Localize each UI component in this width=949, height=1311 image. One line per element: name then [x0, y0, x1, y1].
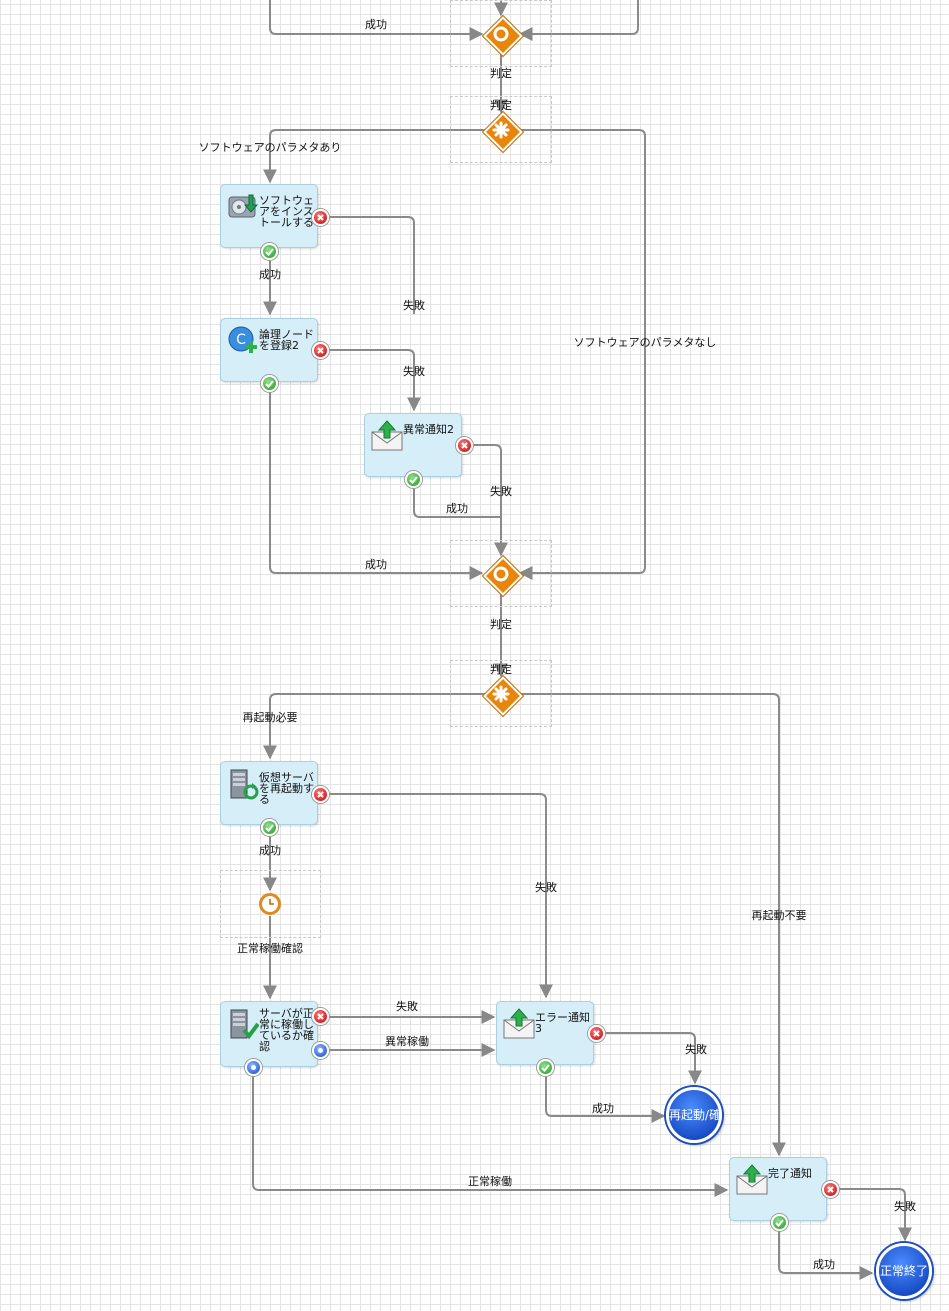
success-port[interactable] — [261, 243, 278, 260]
fail-port[interactable] — [456, 437, 473, 454]
node-title: 異常通知2 — [403, 423, 454, 436]
success-port[interactable] — [537, 1059, 554, 1076]
abnormal-port[interactable] — [312, 1042, 329, 1059]
success-port[interactable] — [771, 1214, 788, 1231]
fail-port[interactable] — [312, 342, 329, 359]
edge-label-sw-param-yes: ソフトウェアのパラメタあり — [199, 141, 342, 154]
success-port[interactable] — [261, 375, 278, 392]
node-title: 論理ノードを登録2 — [259, 328, 314, 352]
edge-label-normal: 正常稼働 — [468, 1174, 512, 1188]
software-install-icon — [228, 194, 259, 218]
edge-label-judge: 判定 — [490, 98, 512, 112]
fail-port[interactable] — [588, 1025, 605, 1042]
mail-send-icon — [736, 1164, 768, 1195]
gateway-frame — [450, 540, 552, 607]
node-error-notify[interactable]: エラー通知3 — [496, 1001, 594, 1065]
edge-label-success: 成功 — [446, 502, 468, 515]
node-title: サーバが正常に稼働しているか確認 — [259, 1007, 314, 1053]
edge-label-abnormal: 異常稼働 — [385, 1034, 429, 1048]
success-port[interactable] — [261, 819, 278, 836]
end-label: 再起動/確認 — [669, 1108, 722, 1122]
merge-gateway[interactable] — [483, 556, 523, 596]
merge-gateway[interactable] — [483, 16, 523, 56]
node-install-software[interactable]: ソフトウェアをインストールする — [220, 184, 318, 248]
timer-frame — [220, 870, 321, 938]
edge-label-success: 成功 — [365, 18, 387, 31]
node-title: 完了通知 — [768, 1167, 812, 1180]
edge-label-fail: 失敗 — [403, 298, 425, 312]
end-reboot-confirm[interactable]: 再起動/確認 — [666, 1087, 722, 1143]
edge-label-success: 成功 — [259, 268, 281, 281]
edge-label-reboot-not-needed: 再起動不要 — [752, 908, 807, 922]
fail-port[interactable] — [312, 786, 329, 803]
logical-node-register-icon: C — [228, 326, 257, 353]
mail-send-icon — [371, 420, 403, 451]
server-restart-icon — [230, 769, 259, 800]
edge-label-fail: 失敗 — [685, 1042, 707, 1056]
node-restart-virtual-server[interactable]: 仮想サーバを再起動する — [220, 761, 318, 825]
fail-port[interactable] — [822, 1181, 839, 1198]
server-check-icon — [230, 1009, 259, 1040]
edge-label-success: 成功 — [365, 558, 387, 571]
branch-gateway[interactable] — [483, 676, 523, 716]
edge-label-normal-check: 正常稼働確認 — [237, 941, 303, 955]
success-port[interactable] — [405, 471, 422, 488]
mail-send-icon — [503, 1008, 535, 1039]
edge-label-fail: 失敗 — [490, 484, 512, 498]
edge-label-fail: 失敗 — [535, 880, 557, 894]
edge-label-sw-param-no: ソフトウェアのパラメタなし — [574, 336, 717, 349]
end-label: 正常終了 — [879, 1264, 928, 1278]
edge-label-success: 成功 — [592, 1102, 614, 1115]
node-title: エラー通知3 — [535, 1011, 590, 1035]
node-check-server[interactable]: サーバが正常に稼働しているか確認 — [220, 1001, 318, 1067]
edge-label-success: 成功 — [813, 1258, 835, 1271]
node-title: 仮想サーバを再起動する — [259, 771, 314, 806]
edge-label-fail: 失敗 — [396, 999, 418, 1013]
gateway-frame — [450, 660, 552, 727]
edge-label-judge: 判定 — [490, 66, 512, 80]
node-done-notify[interactable]: 完了通知 — [729, 1157, 827, 1221]
edge-label-fail: 失敗 — [403, 364, 425, 378]
node-title: ソフトウェアをインストールする — [259, 194, 314, 229]
svg-text:C: C — [236, 332, 246, 348]
gateway-frame — [450, 0, 552, 67]
node-abnormal-notify[interactable]: 異常通知2 — [364, 413, 462, 477]
end-normal[interactable]: 正常終了 — [876, 1243, 932, 1299]
edge-label-fail: 失敗 — [894, 1199, 916, 1213]
fail-port[interactable] — [312, 1008, 329, 1025]
edge-label-reboot-needed: 再起動必要 — [243, 710, 298, 724]
normal-port[interactable] — [245, 1059, 262, 1076]
timer-icon[interactable] — [259, 893, 281, 915]
gateway-frame — [450, 96, 552, 163]
node-register-logical-node[interactable]: C 論理ノードを登録2 — [220, 318, 318, 382]
edge-label-success: 成功 — [259, 844, 281, 857]
fail-port[interactable] — [312, 209, 329, 226]
branch-gateway[interactable] — [483, 112, 523, 152]
edge-label-judge: 判定 — [490, 617, 512, 631]
edge-label-judge: 判定 — [490, 662, 512, 676]
